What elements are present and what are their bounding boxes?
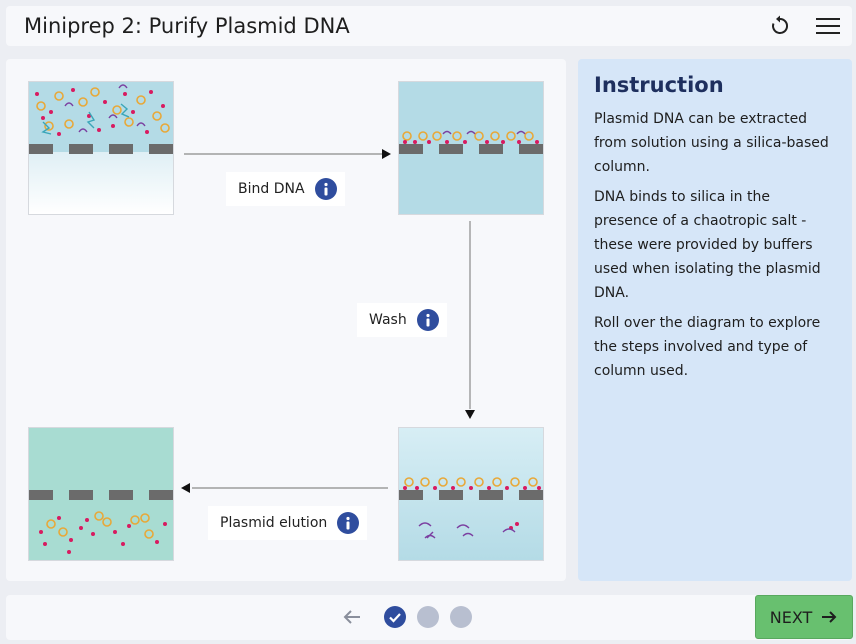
step-wash-label: Wash — [369, 312, 407, 328]
next-label: NEXT — [769, 607, 813, 627]
panel-lysate[interactable] — [28, 81, 174, 215]
next-button[interactable]: NEXT — [755, 595, 853, 639]
info-icon[interactable] — [337, 512, 360, 534]
progress-dot-1[interactable] — [384, 606, 406, 628]
hamburger-menu-icon — [816, 18, 840, 34]
header-bar: Miniprep 2: Purify Plasmid DNA — [6, 6, 852, 46]
step-plasmid-elution[interactable]: Plasmid elution — [208, 506, 368, 540]
instruction-paragraph-1: Plasmid DNA can be extracted from soluti… — [594, 111, 829, 175]
flow-arrows — [181, 149, 475, 493]
back-button[interactable] — [340, 606, 364, 628]
info-icon[interactable] — [314, 178, 337, 200]
step-plasmid-elution-label: Plasmid elution — [220, 515, 328, 531]
diagram-area[interactable]: Bind DNA Wash Plasmid elution — [6, 59, 566, 581]
check-icon — [389, 613, 401, 623]
progress-dot-2[interactable] — [417, 606, 439, 628]
arrow-left-icon — [343, 610, 360, 624]
step-bind-dna[interactable]: Bind DNA — [226, 172, 345, 206]
restart-icon — [772, 15, 789, 34]
instruction-paragraph-3: Roll over the diagram to explore the ste… — [594, 315, 821, 379]
footer-bar: NEXT — [6, 595, 853, 640]
instruction-paragraph-2: DNA binds to silica in the presence of a… — [594, 189, 821, 301]
silica-membrane — [29, 144, 173, 154]
page-title: Miniprep 2: Purify Plasmid DNA — [24, 14, 350, 38]
arrow-right-icon — [822, 611, 837, 623]
step-wash[interactable]: Wash — [357, 303, 447, 337]
instruction-title: Instruction — [594, 73, 724, 97]
menu-button[interactable] — [812, 11, 844, 41]
panel-washed[interactable] — [398, 427, 544, 561]
panel-eluted[interactable] — [28, 427, 174, 561]
step-bind-dna-label: Bind DNA — [238, 181, 305, 197]
instruction-panel: Instruction Plasmid DNA can be extracted… — [578, 59, 852, 581]
progress-dot-3[interactable] — [450, 606, 472, 628]
info-icon[interactable] — [416, 309, 439, 331]
restart-button[interactable] — [764, 11, 796, 41]
panel-bound[interactable] — [398, 81, 544, 215]
